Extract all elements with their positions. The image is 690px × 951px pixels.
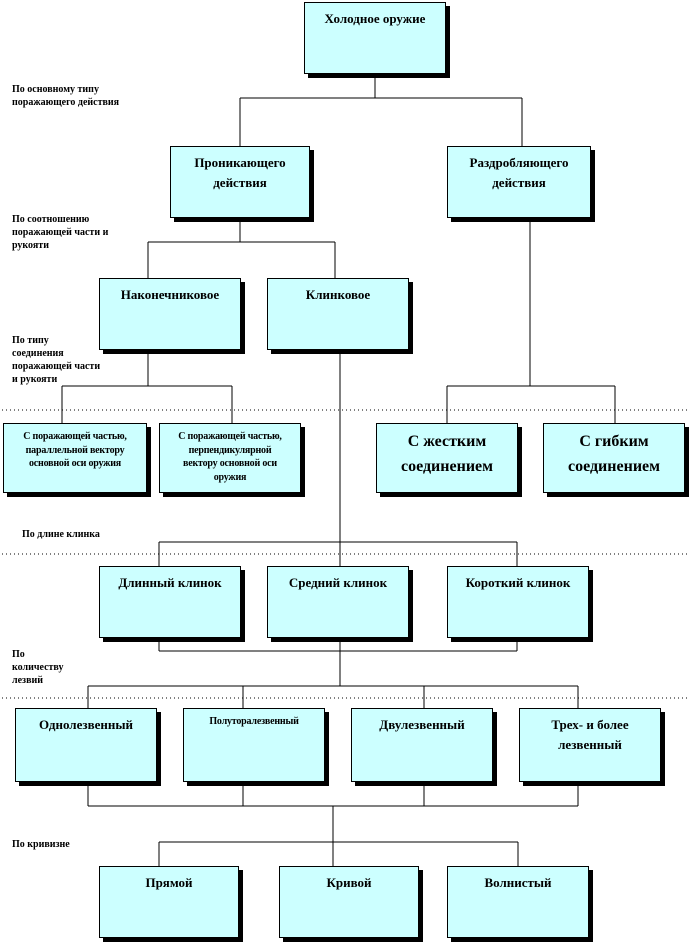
node-text: Раздробляющего [469, 155, 569, 170]
node-text: параллельной вектору [25, 444, 125, 456]
node-text: оружия [213, 471, 247, 483]
node-text: Трех- и более [551, 717, 629, 732]
node-text: Прямой [145, 875, 193, 890]
label-line: количеству [12, 662, 64, 673]
node-flexible: С гибким соединением [543, 423, 685, 493]
node-medium-blade: Средний клинок [267, 566, 409, 638]
node-text: Однолезвенный [38, 717, 134, 732]
label-line: поражающей части [12, 361, 101, 372]
node-single-edged: Однолезвенный [15, 708, 157, 782]
node-text: Клинковое [305, 287, 371, 302]
label-by-action-type: По основному типу поражающего действия [12, 83, 119, 109]
node-straight: Прямой [99, 866, 239, 938]
label-by-connection-type: По типу соединения поражающей части и ру… [12, 334, 100, 386]
node-text: Двулезвенный [379, 717, 465, 732]
label-line: и рукояти [12, 374, 58, 385]
node-text: основной оси оружия [29, 458, 121, 469]
label-line: лезвий [12, 675, 43, 686]
node-text: Средний клинок [288, 575, 388, 590]
node-curved: Кривой [279, 866, 419, 938]
node-short-blade: Короткий клинок [447, 566, 589, 638]
node-parallel: С поражающей частью, параллельной вектор… [3, 423, 147, 493]
label-line: По кривизне [12, 839, 70, 850]
node-penetrating: Проникающего действия [170, 146, 310, 218]
node-rigid: С жестким соединением [376, 423, 518, 493]
node-text: Волнистый [484, 875, 552, 890]
node-text: Короткий клинок [465, 575, 571, 590]
label-line: поражающей части и [12, 227, 109, 238]
node-text: Холодное оружие [324, 11, 426, 26]
node-text: С поражающей частью, [23, 431, 127, 442]
node-text: перпендикулярной [188, 444, 272, 456]
node-wavy: Волнистый [447, 866, 589, 938]
node-text: Длинный клинок [118, 575, 222, 590]
label-line: По основному типу [12, 84, 99, 95]
node-text: Полуторалезвенный [209, 716, 299, 727]
node-text: Кривой [326, 875, 372, 890]
node-perpendicular: С поражающей частью, перпендикулярной ве… [159, 423, 301, 493]
node-text: действия [213, 175, 267, 191]
label-line: По соотношению [12, 214, 90, 225]
node-one-and-half-edged: Полуторалезвенный [183, 708, 325, 782]
label-by-blade-length: По длине клинка [22, 528, 100, 541]
node-cold-weapon: Холодное оружие [304, 2, 446, 74]
node-text: С гибким [579, 433, 649, 450]
node-double-edged: Двулезвенный [351, 708, 493, 782]
label-line: По [12, 649, 25, 660]
node-text: Наконечниковое [120, 287, 220, 302]
node-text: С жестким [407, 433, 487, 450]
node-text: соединением [400, 457, 494, 475]
node-text: действия [492, 175, 546, 191]
label-by-edge-count: По количеству лезвий [12, 648, 63, 687]
node-text: Проникающего [194, 155, 286, 170]
label-line: По длине клинка [22, 529, 100, 540]
node-long-blade: Длинный клинок [99, 566, 241, 638]
node-text: лезвенный [558, 737, 622, 753]
label-line: По типу [12, 335, 49, 346]
node-text: С поражающей частью, [178, 431, 282, 442]
node-text: соединением [567, 457, 661, 475]
node-tip: Наконечниковое [99, 278, 241, 350]
node-text: вектору основной оси [183, 458, 277, 469]
node-blade: Клинковое [267, 278, 409, 350]
node-multi-edged: Трех- и более лезвенный [519, 708, 661, 782]
label-line: соединения [12, 348, 64, 359]
label-by-curvature: По кривизне [12, 838, 70, 851]
node-crushing: Раздробляющего действия [447, 146, 591, 218]
label-line: рукояти [12, 240, 49, 251]
label-line: поражающего действия [12, 97, 120, 108]
label-by-part-ratio: По соотношению поражающей части и рукоят… [12, 213, 108, 252]
